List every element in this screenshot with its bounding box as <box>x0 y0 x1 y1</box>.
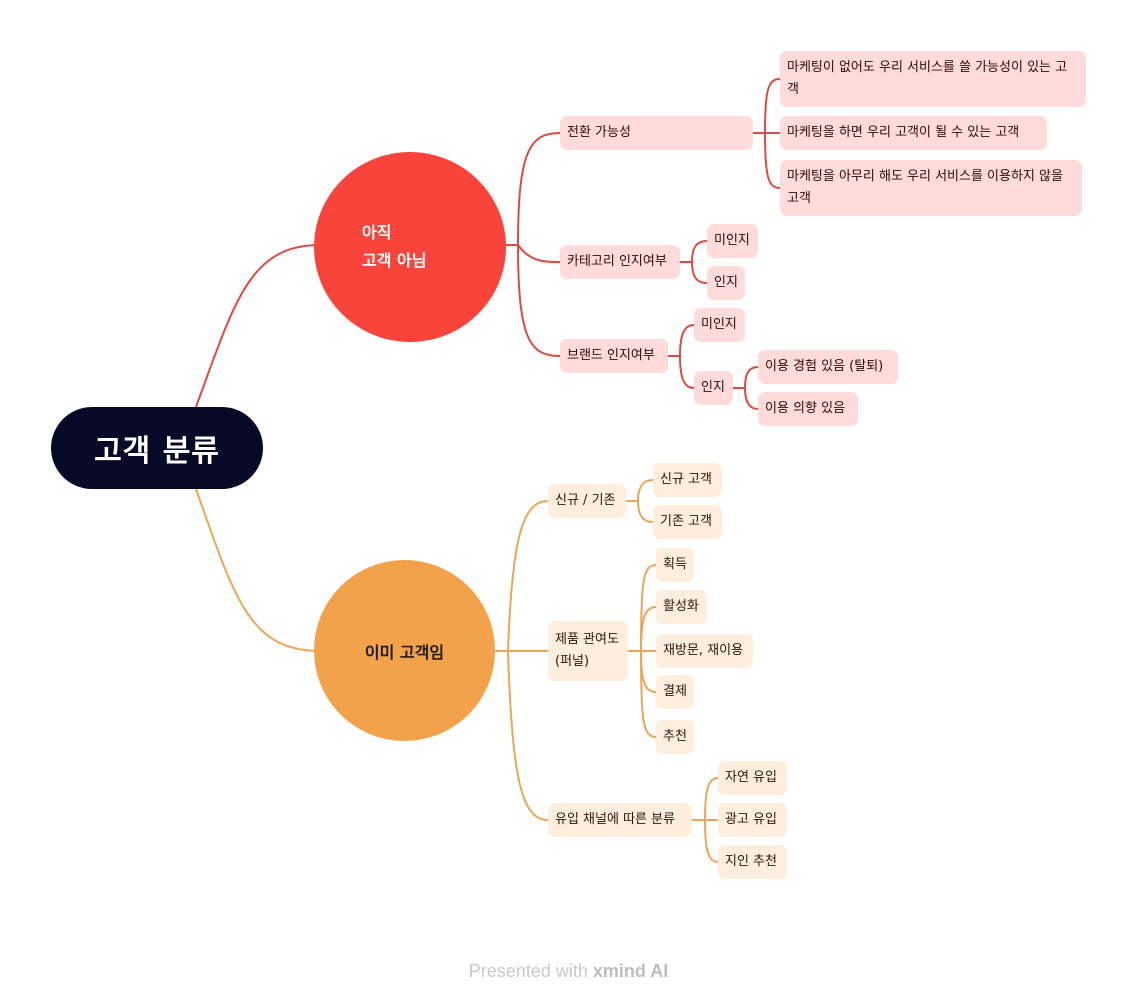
channel-organic-node[interactable]: 자연 유입 <box>718 761 787 795</box>
footer-prefix: Presented with <box>468 961 593 981</box>
conversion-item-2[interactable]: 마케팅을 하면 우리 고객이 될 수 있는 고객 <box>780 116 1047 150</box>
footer-brand: xmind AI <box>592 961 669 981</box>
engagement-node[interactable]: 제품 관여도 (퍼널) <box>548 621 628 681</box>
new-existing-node[interactable]: 신규 / 기존 <box>548 484 626 518</box>
brand-aware-used-node[interactable]: 이용 경험 있음 (탈퇴) <box>758 350 898 384</box>
brand-aware-node[interactable]: 인지 <box>694 371 733 405</box>
brand-unaware-node[interactable]: 미인지 <box>694 308 745 342</box>
not-customer-label-line2: 고객 아님 <box>362 251 427 270</box>
engagement-referral-node[interactable]: 추천 <box>656 720 694 754</box>
conversion-node[interactable]: 전환 가능성 <box>560 116 753 150</box>
brand-awareness-node[interactable]: 브랜드 인지여부 <box>560 339 668 373</box>
not-customer-node[interactable]: 아직 고객 아님 <box>314 152 506 342</box>
customer-label: 이미 고객임 <box>364 642 445 662</box>
channel-referral-node[interactable]: 지인 추천 <box>718 845 787 879</box>
engagement-retention-node[interactable]: 재방문, 재이용 <box>656 634 753 668</box>
category-awareness-node[interactable]: 카테고리 인지여부 <box>560 245 680 279</box>
new-customer-node[interactable]: 신규 고객 <box>653 463 722 497</box>
engagement-payment-node[interactable]: 결제 <box>656 675 694 709</box>
footer-credit: Presented with xmind AI <box>0 961 1137 982</box>
category-aware-node[interactable]: 인지 <box>707 266 745 300</box>
orange-branch-lines <box>195 479 719 863</box>
conversion-item-3[interactable]: 마케팅을 아무리 해도 우리 서비스를 이용하지 않을 고객 <box>780 160 1082 216</box>
red-branch-lines <box>195 78 781 410</box>
root-node[interactable]: 고객 분류 <box>51 407 263 489</box>
engagement-acquisition-node[interactable]: 획득 <box>656 548 694 582</box>
engagement-activation-node[interactable]: 활성화 <box>656 590 707 624</box>
not-customer-label-line1: 아직 <box>362 223 392 242</box>
existing-customer-node[interactable]: 기존 고객 <box>653 505 722 539</box>
engagement-label-line2: (퍼널) <box>555 654 590 669</box>
engagement-label-line1: 제품 관여도 <box>555 632 619 647</box>
channel-ad-node[interactable]: 광고 유입 <box>718 803 787 837</box>
category-unaware-node[interactable]: 미인지 <box>707 224 758 258</box>
customer-node[interactable]: 이미 고객임 <box>314 560 495 741</box>
channel-node[interactable]: 유입 채널에 따른 분류 <box>548 803 692 837</box>
brand-aware-intent-node[interactable]: 이용 의향 있음 <box>758 392 858 426</box>
conversion-item-1[interactable]: 마케팅이 없어도 우리 서비스를 쓸 가능성이 있는 고객 <box>780 51 1086 107</box>
